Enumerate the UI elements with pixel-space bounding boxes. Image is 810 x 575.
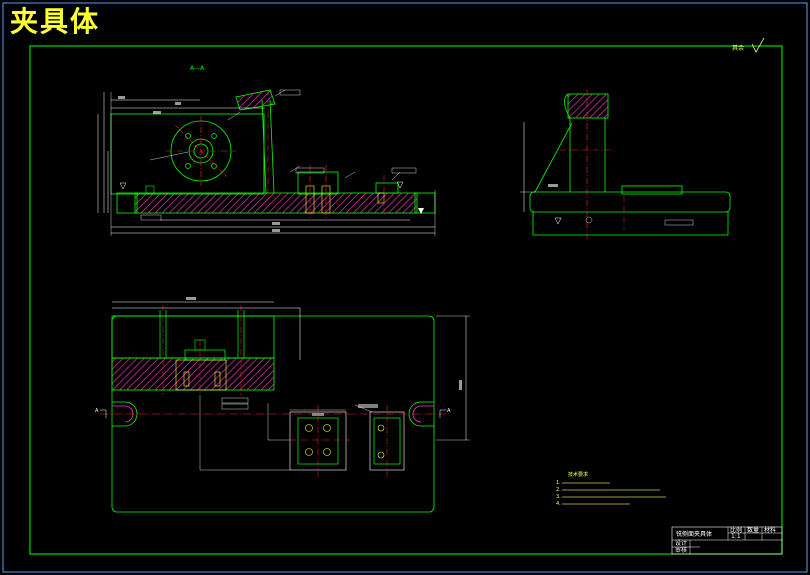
- tech-req-line-3: 3.: [556, 494, 561, 500]
- drawing-title: 夹具体: [10, 5, 101, 38]
- tech-req-line-2: 2.: [556, 487, 561, 493]
- title-block-value-scale: 1:1: [731, 533, 741, 540]
- section-label: A—A: [190, 65, 205, 72]
- title-block-label-scale: 比例: [730, 526, 742, 534]
- roughness-symbol: [751, 37, 765, 53]
- inner-frame: [29, 45, 783, 555]
- tech-req-line-1: 1.: [556, 480, 561, 486]
- svg-text:A: A: [447, 408, 451, 414]
- tech-req-line-4: 4.: [556, 501, 561, 507]
- title-block-label-design: 设计: [675, 539, 687, 547]
- top-view: A A: [95, 297, 470, 513]
- title-block-label-qty: 数量: [747, 526, 759, 534]
- title-block: 铣侧面夹具体 比例 数量 材料 1:1 设计 审核: [671, 526, 783, 555]
- svg-text:A: A: [95, 408, 99, 414]
- title-block-part-name: 铣侧面夹具体: [676, 530, 712, 538]
- title-block-label-check: 审核: [675, 546, 687, 554]
- title-block-label-material: 材料: [764, 526, 776, 534]
- tech-requirements: 技术要求 1. 2. 3. 4.: [556, 471, 666, 507]
- roughness-note: 其余: [732, 44, 744, 52]
- side-view: [520, 90, 731, 240]
- tech-requirements-heading: 技术要求: [568, 471, 588, 478]
- front-view: [97, 89, 436, 236]
